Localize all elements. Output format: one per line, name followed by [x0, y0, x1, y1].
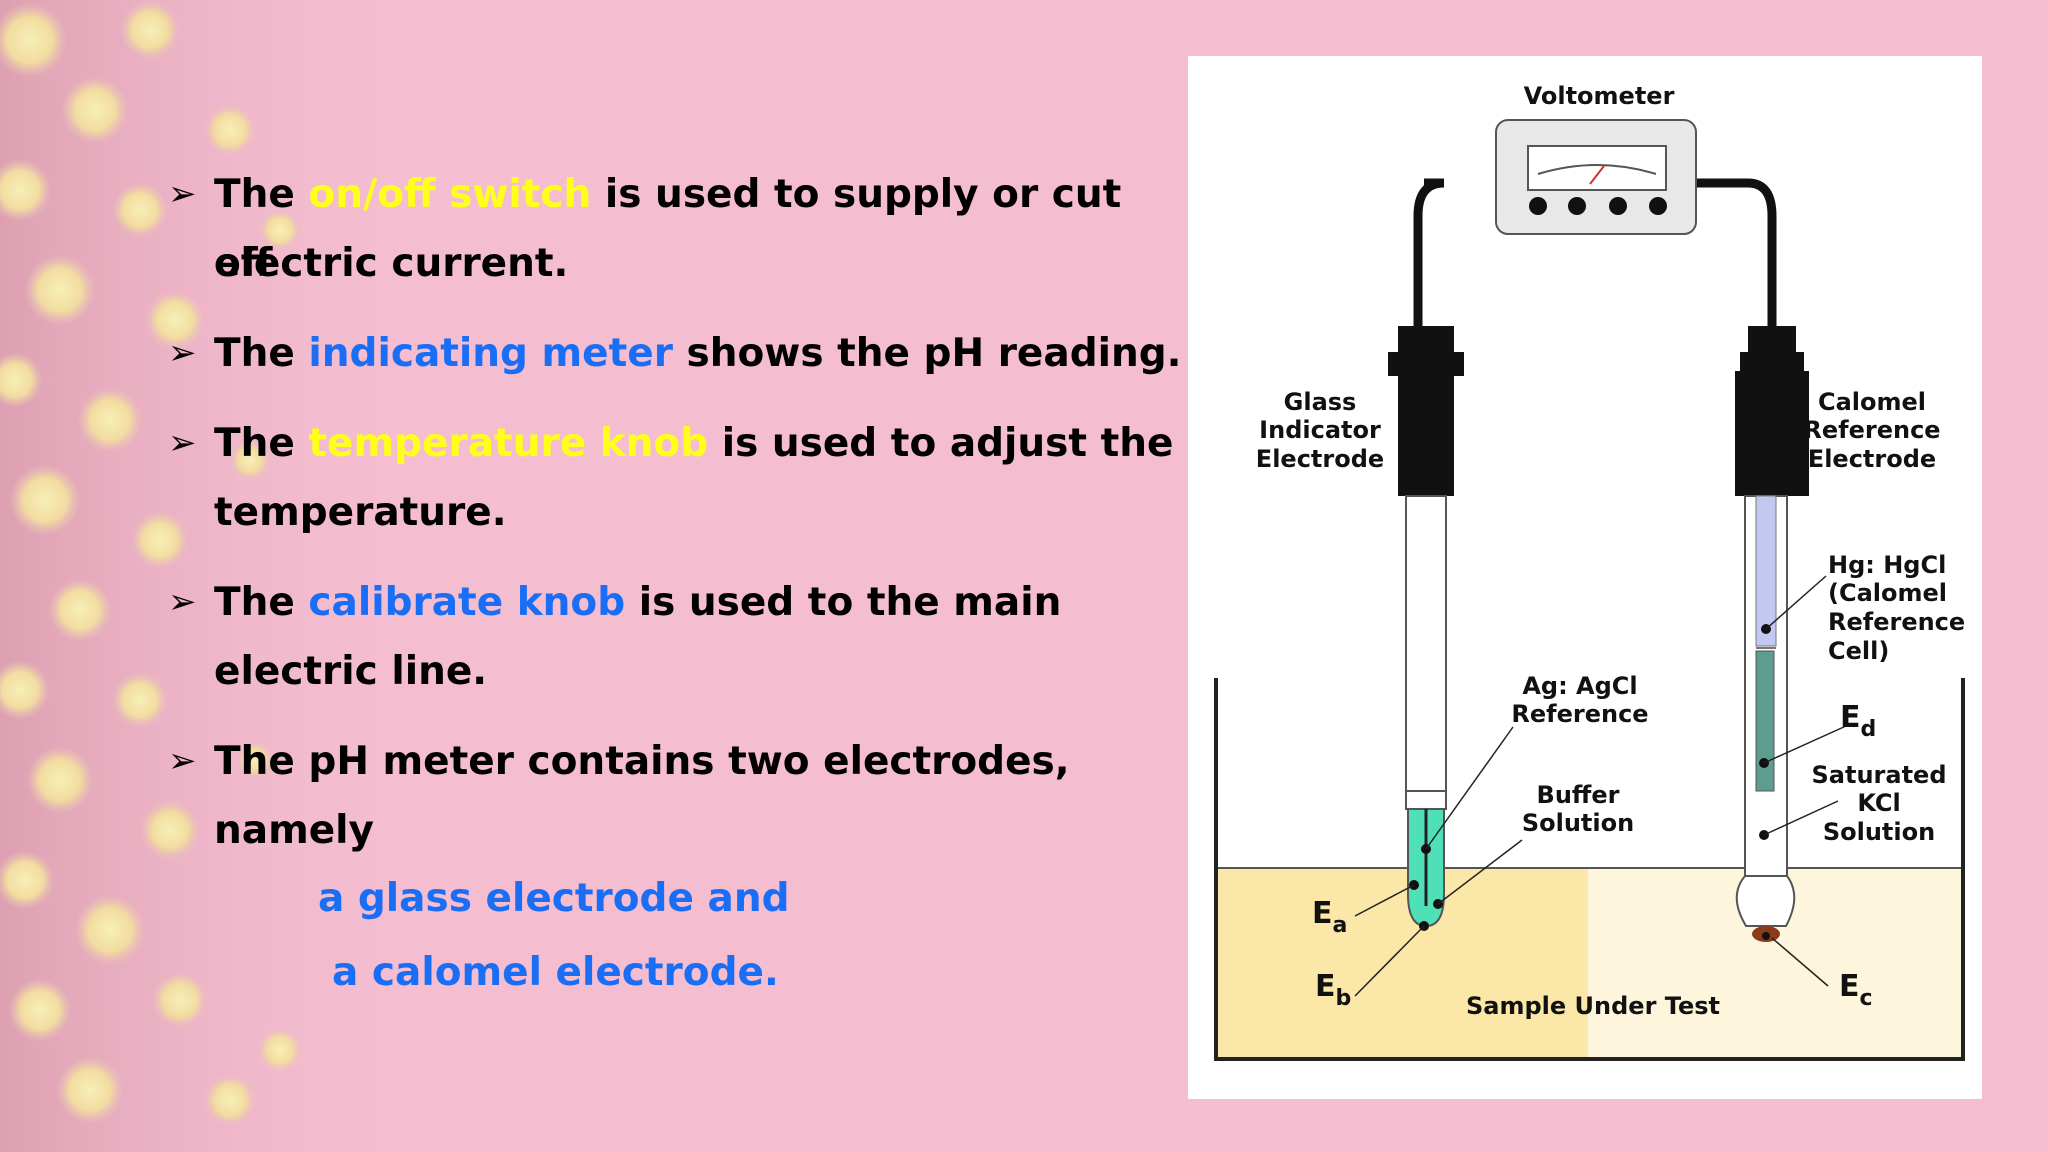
bullet-text-line2: electric line.: [214, 649, 488, 694]
calomel-bulb: [1735, 875, 1796, 927]
svg-text:Reference: Reference: [1803, 416, 1940, 444]
sample-under-test-label: Sample Under Test: [1466, 992, 1720, 1020]
voltometer-display: [1527, 145, 1667, 191]
wire-right: [1622, 178, 1777, 326]
glass-electrode-text: a glass electrode and: [318, 876, 790, 921]
voltometer-label: Voltometer: [1524, 82, 1675, 110]
highlight-temperature-knob: temperature knob: [308, 421, 709, 466]
svg-text:Cell): Cell): [1828, 637, 1889, 665]
arrow-bullet-icon: ➢: [168, 741, 197, 781]
bullet-text: is used to supply or cut off: [214, 172, 1122, 286]
svg-text:Calomel: Calomel: [1818, 388, 1926, 416]
ea-label: Ea: [1312, 896, 1347, 938]
glass-electrode-head: [1398, 371, 1454, 496]
highlight-indicating-meter: indicating meter: [308, 331, 673, 376]
bullet-text: The: [214, 331, 309, 376]
svg-text:Saturated: Saturated: [1812, 761, 1947, 789]
glass-electrode-cap: [1398, 326, 1454, 352]
svg-text:Ag: AgCl: Ag: AgCl: [1522, 672, 1637, 700]
bullet-text: is used to the main: [625, 580, 1062, 625]
bullet-text: The: [214, 580, 309, 625]
arrow-bullet-icon: ➢: [168, 333, 197, 373]
svg-text:Indicator: Indicator: [1259, 416, 1381, 444]
svg-text:Electrode: Electrode: [1808, 445, 1936, 473]
svg-text:KCl: KCl: [1857, 789, 1900, 817]
buffer-solution-label: Buffer Solution: [1522, 781, 1634, 837]
bullet-text-line2: temperature.: [214, 490, 507, 535]
glass-electrode-tube: [1405, 495, 1447, 807]
hg-hgcl-label: Hg: HgCl (Calomel Reference Cell): [1828, 551, 1965, 665]
flower-decoration: [0, 0, 302, 1126]
arrow-bullet-icon: ➢: [168, 582, 197, 622]
highlight-on-off-switch: on/off switch: [308, 172, 592, 217]
bullet-text: shows the pH reading.: [672, 331, 1182, 376]
bullet-text-line2: electric current.: [214, 241, 569, 286]
svg-text:Electrode: Electrode: [1256, 445, 1384, 473]
bullet-text: The: [214, 172, 309, 217]
ec-label: Ec: [1839, 969, 1873, 1011]
arrow-bullet-icon: ➢: [168, 423, 197, 463]
glass-electrode-label: Glass Indicator Electrode: [1256, 388, 1384, 473]
calomel-electrode-text: a calomel electrode.: [332, 950, 779, 995]
kcl-tube: [1755, 650, 1775, 792]
svg-text:Solution: Solution: [1823, 818, 1935, 846]
bullet-text: The: [214, 421, 309, 466]
beaker: [1214, 678, 1965, 1061]
calomel-electrode-head: [1735, 371, 1809, 496]
svg-text:Buffer: Buffer: [1537, 781, 1620, 809]
arrow-bullet-icon: ➢: [168, 174, 197, 214]
eb-label: Eb: [1315, 969, 1351, 1011]
kcl-solution-label: Saturated KCl Solution: [1812, 761, 1947, 846]
svg-text:Reference: Reference: [1511, 700, 1648, 728]
bullet-text-line2: namely: [214, 808, 374, 853]
calomel-electrode-label: Calomel Reference Electrode: [1803, 388, 1940, 473]
svg-text:Solution: Solution: [1522, 809, 1634, 837]
svg-text:Glass: Glass: [1284, 388, 1357, 416]
ed-label: Ed: [1840, 700, 1876, 742]
ph-meter-diagram: Voltometer Glass Indicator Electrode Cal…: [1188, 56, 1982, 1099]
svg-text:Hg: HgCl: Hg: HgCl: [1828, 551, 1946, 579]
calomel-electrode-cap: [1748, 326, 1796, 352]
bullet-text: The pH meter contains two electrodes,: [214, 739, 1070, 784]
svg-text:Reference: Reference: [1828, 608, 1965, 636]
calomel-cell: [1755, 495, 1777, 647]
ag-agcl-label: Ag: AgCl Reference: [1511, 672, 1648, 728]
bullet-text: is used to adjust the: [708, 421, 1174, 466]
wire-left: [1413, 178, 1445, 326]
svg-text:(Calomel: (Calomel: [1828, 579, 1947, 607]
highlight-calibrate-knob: calibrate knob: [308, 580, 626, 625]
